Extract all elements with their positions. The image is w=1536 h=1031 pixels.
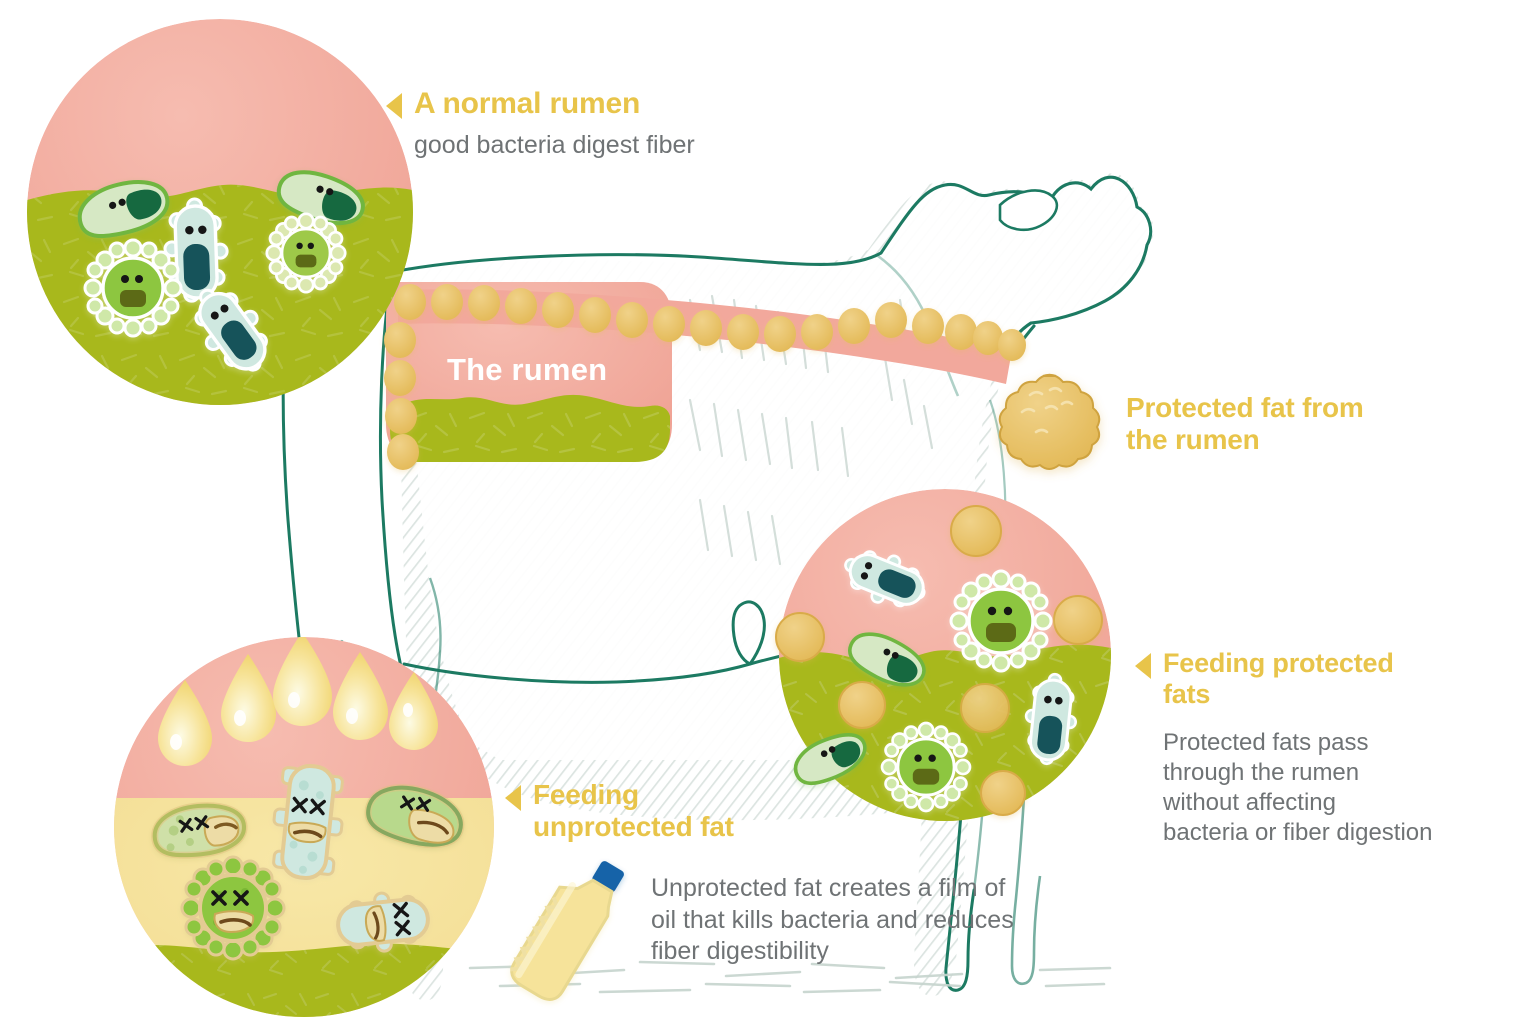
bacterium-bean bbox=[276, 170, 365, 226]
feeding-protected-fats-circle bbox=[775, 489, 1111, 821]
bacterium-bean bbox=[847, 632, 926, 687]
esophagus-fat-globules bbox=[384, 284, 1026, 470]
dead-bacterium-coccus bbox=[180, 855, 286, 961]
dead-bacterium-rod bbox=[336, 891, 430, 953]
callout-marker-normal-rumen bbox=[386, 93, 402, 119]
normal-rumen-circle bbox=[27, 19, 413, 405]
callout-feeding-protected-fats: Feeding protected fats Protected fats pa… bbox=[1163, 648, 1523, 848]
bacterium-bean bbox=[793, 732, 867, 786]
protected-fat-globule bbox=[998, 373, 1101, 470]
normal-rumen-body: good bacteria digest fiber bbox=[414, 131, 695, 160]
callout-feeding-unprotected-fat: Feeding unprotected fat bbox=[533, 779, 863, 843]
oil-bottle bbox=[510, 861, 624, 1001]
protected-fat-heading-line2: the rumen bbox=[1126, 423, 1260, 455]
feeding-unprotected-fat-circle bbox=[114, 637, 494, 1017]
bacterium-rod bbox=[1024, 672, 1077, 766]
bacterium-rod bbox=[163, 197, 229, 303]
feeding-protected-body-line2: through the rumen bbox=[1163, 758, 1360, 786]
rumen-label: The rumen bbox=[447, 352, 608, 387]
feeding-unprotected-body-line1: Unprotected fat creates a film of bbox=[651, 874, 1006, 902]
feeding-protected-heading-line1: Feeding protected bbox=[1163, 648, 1394, 678]
feeding-unprotected-body-line2: oil that kills bacteria and reduces bbox=[651, 905, 1014, 934]
bacterium-rod bbox=[844, 550, 926, 608]
oil-drop-group bbox=[158, 637, 438, 766]
bacterium-coccus bbox=[949, 569, 1053, 673]
bacterium-bean bbox=[77, 180, 170, 238]
feeding-unprotected-heading-line2: unprotected fat bbox=[533, 810, 734, 842]
feeding-unprotected-heading-line1: Feeding bbox=[533, 779, 639, 810]
dead-bacterium-rod bbox=[272, 763, 344, 881]
bacterium-coccus bbox=[265, 212, 347, 294]
callout-marker-feeding-protected bbox=[1135, 653, 1151, 679]
callout-protected-fat: Protected fat from the rumen bbox=[1126, 392, 1496, 456]
feeding-protected-body-line3: without affecting bbox=[1163, 789, 1337, 816]
fat-globule-group bbox=[775, 505, 1103, 816]
bacterium-rod bbox=[194, 288, 268, 372]
dead-bacterium-bean bbox=[364, 784, 465, 849]
protected-fat-heading-line1: Protected fat from bbox=[1126, 392, 1364, 423]
bacterium-coccus bbox=[880, 721, 972, 813]
callout-feeding-unprotected-body: Unprotected fat creates a film of oil th… bbox=[651, 873, 1121, 968]
bacterium-coccus bbox=[83, 238, 183, 338]
feeding-unprotected-body-line3: fiber digestibility bbox=[651, 937, 829, 965]
callout-normal-rumen: A normal rumen good bacteria digest fibe… bbox=[414, 87, 844, 162]
feeding-protected-body-line1: Protected fats pass bbox=[1163, 728, 1369, 756]
dead-bacterium-bean bbox=[151, 802, 248, 859]
callout-marker-feeding-unprotected bbox=[505, 785, 521, 811]
feeding-protected-heading-line2: fats bbox=[1163, 678, 1211, 709]
feeding-protected-body-line4: bacteria or fiber digestion bbox=[1163, 819, 1433, 847]
normal-rumen-heading: A normal rumen bbox=[414, 87, 641, 120]
